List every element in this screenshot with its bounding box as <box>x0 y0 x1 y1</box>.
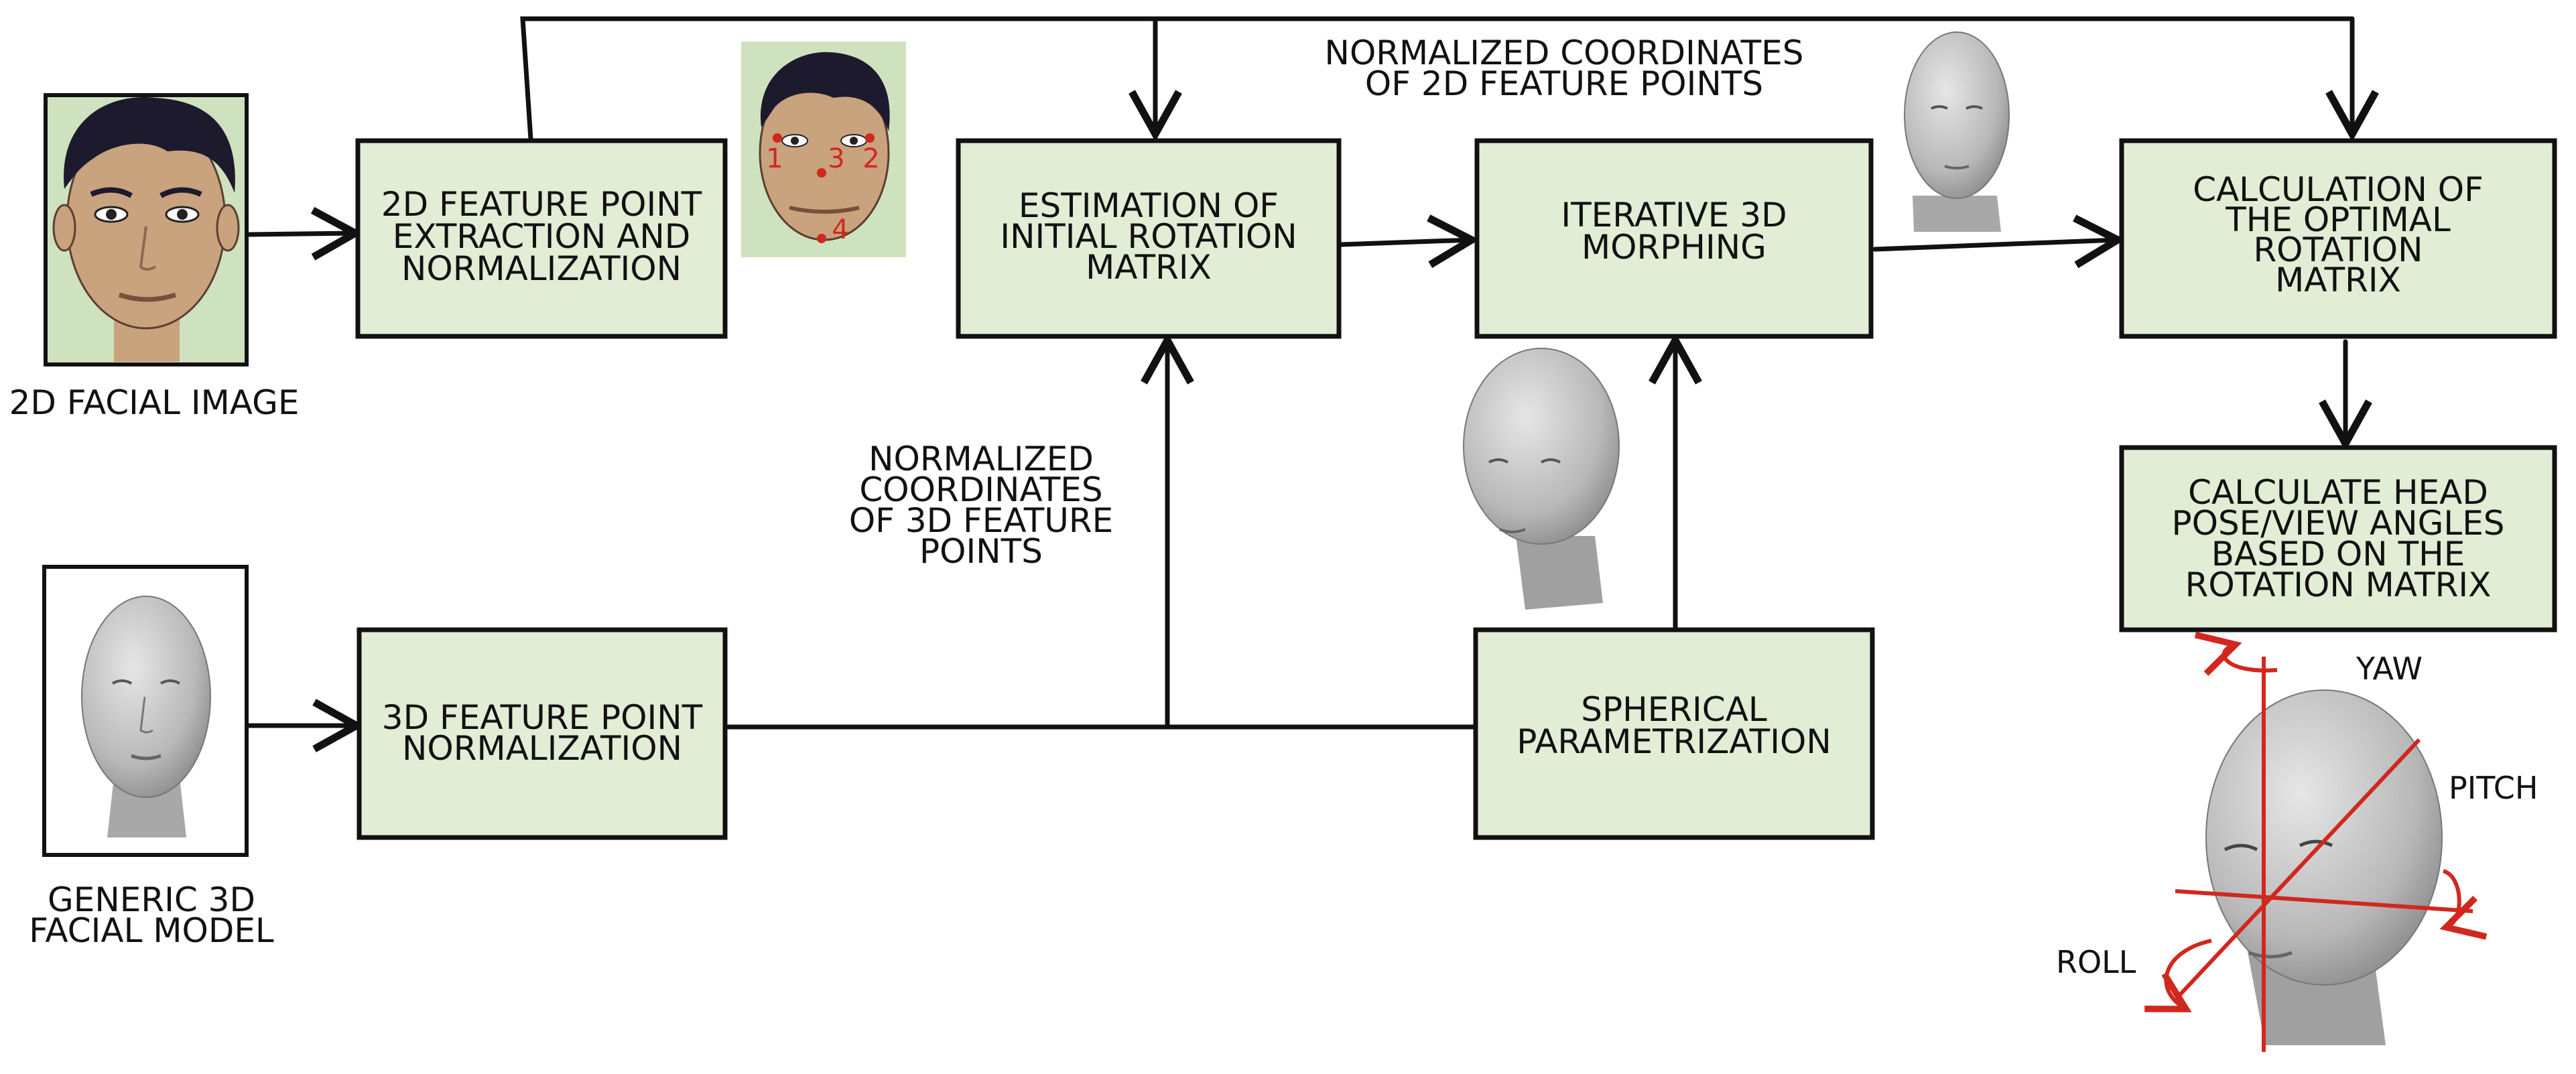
feature-point-label-3: 3 <box>828 143 844 174</box>
arrow-image-to-extraction <box>247 206 363 261</box>
yaw-label: YAW <box>2356 651 2423 687</box>
feature-point-label-1: 1 <box>766 143 783 174</box>
arrow-morph-to-optimal <box>1872 214 2126 269</box>
morph-head-side <box>1463 348 1620 610</box>
feature-point-4 <box>817 234 826 243</box>
pitch-rotation-icon <box>2439 869 2488 940</box>
morph-head-front <box>1904 31 2010 232</box>
pitch-axis <box>2175 889 2473 913</box>
facial-image <box>44 93 249 366</box>
feature-point-1 <box>773 133 782 143</box>
roll-axis <box>2175 738 2421 1000</box>
top-line <box>520 16 2355 142</box>
arrow-estimation-to-morph <box>1338 214 1480 269</box>
feature-point-3 <box>817 168 826 178</box>
connectors <box>247 16 2379 752</box>
feature-point-2 <box>865 133 875 143</box>
face-with-feature-points: 1 2 3 4 <box>741 42 906 257</box>
feature-point-label-4: 4 <box>832 214 848 245</box>
feature-point-label-2: 2 <box>862 143 879 174</box>
label-facial-image: 2D FACIAL IMAGE <box>9 383 300 422</box>
roll-label: ROLL <box>2056 944 2136 980</box>
head-pose-axes: YAW PITCH ROLL <box>2056 631 2538 1052</box>
yaw-rotation-icon <box>2194 631 2278 676</box>
roll-rotation-icon <box>2144 939 2212 1012</box>
pitch-label: PITCH <box>2449 770 2538 806</box>
generic-3d-model <box>42 565 249 857</box>
